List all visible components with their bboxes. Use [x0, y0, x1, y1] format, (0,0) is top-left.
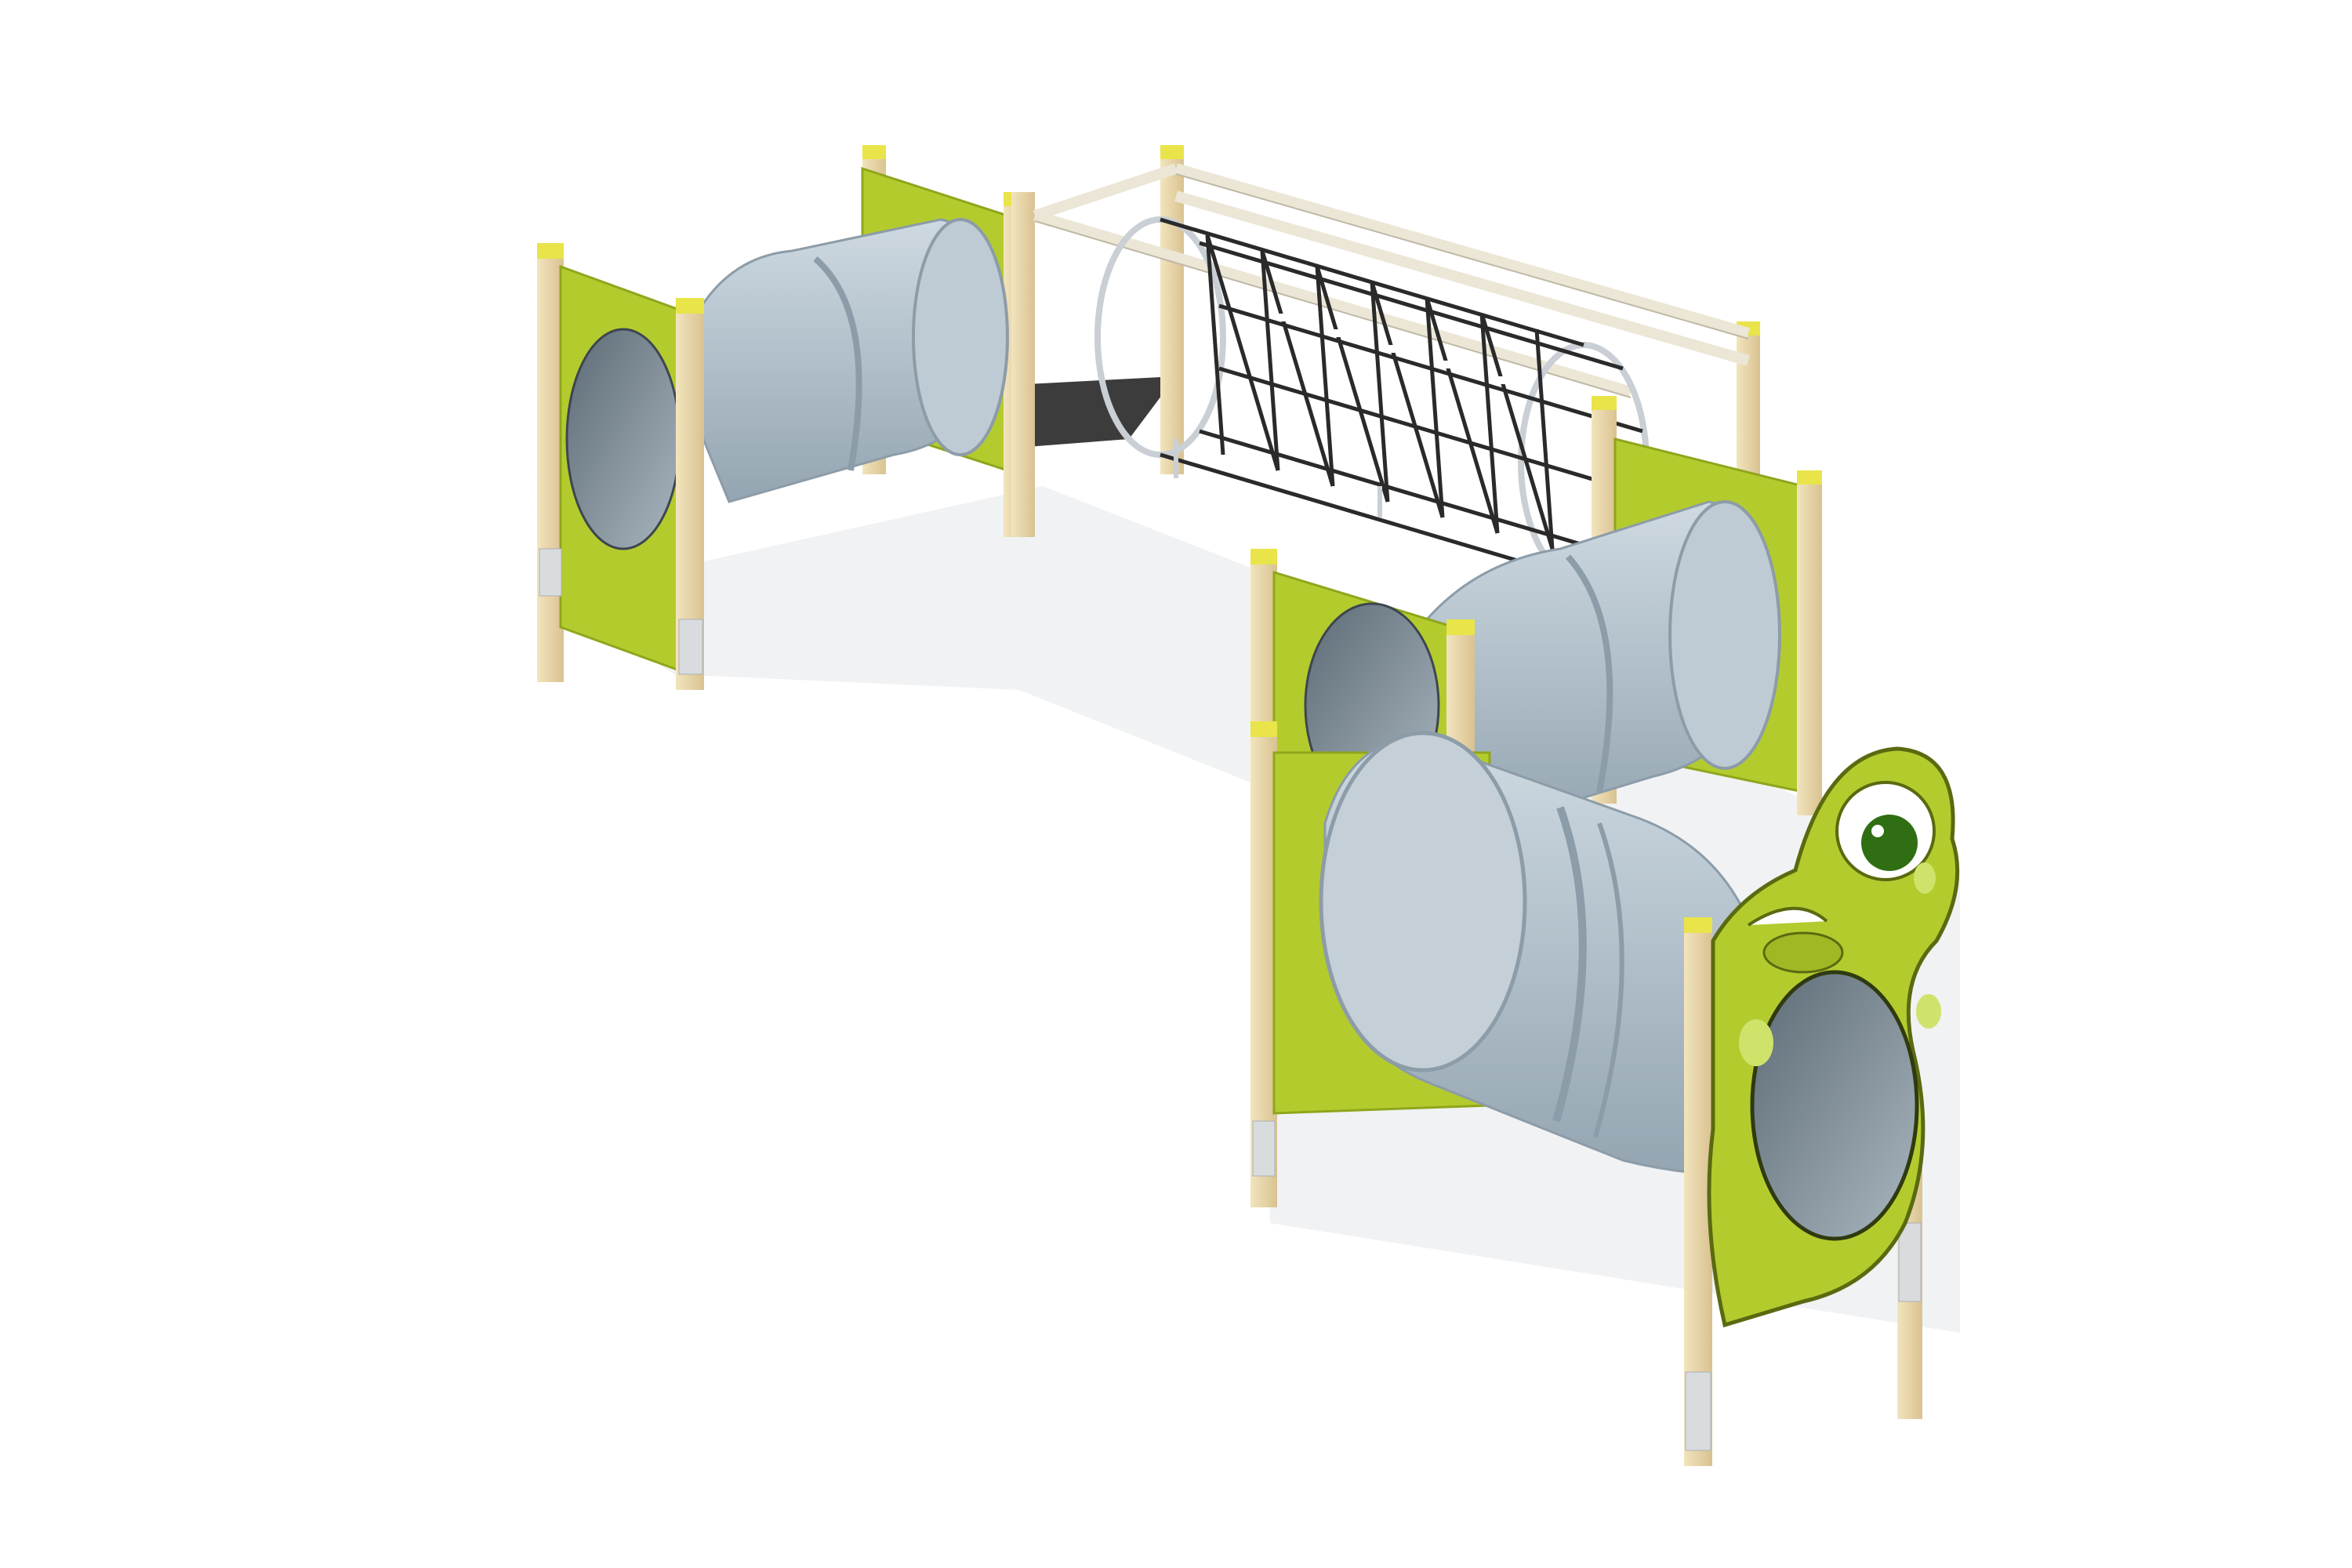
- metal-foot: [539, 548, 562, 597]
- tube-end-rim: [1668, 500, 1781, 770]
- post: [1011, 192, 1035, 537]
- post-cap: [1592, 396, 1617, 410]
- post-cap: [676, 298, 704, 314]
- support-legs: [1174, 439, 1382, 517]
- top-rails: [1033, 163, 1750, 397]
- post: [537, 243, 564, 682]
- tube-ring: [1566, 554, 1613, 793]
- post: [1797, 470, 1822, 815]
- left-tunnel-module: [537, 145, 1027, 690]
- post-cap: [1250, 721, 1277, 737]
- post-cap: [862, 145, 886, 159]
- post-cap: [537, 243, 564, 259]
- post-cap: [1446, 619, 1475, 635]
- post-cap: [1160, 145, 1184, 159]
- bridge-deck: [1027, 376, 1176, 447]
- front-tunnel-module: [1250, 721, 1960, 1466]
- tube-ring: [1552, 806, 1587, 1123]
- metal-foot: [1252, 1120, 1276, 1177]
- post-cap: [1250, 549, 1277, 564]
- tube-ring: [813, 256, 862, 471]
- monster-eye-pupil: [1861, 815, 1918, 871]
- tube-end-rim: [912, 218, 1009, 456]
- metal-foot: [678, 619, 703, 675]
- monster-brow: [1747, 906, 1828, 927]
- monster-mouth-opening: [1750, 970, 1919, 1241]
- metal-foot: [1685, 1371, 1711, 1451]
- net-bridge: [1011, 145, 1760, 583]
- tunnel-opening: [565, 328, 681, 550]
- post-cap: [1684, 917, 1712, 933]
- post-cap: [1797, 470, 1822, 485]
- rail-edges: [1034, 173, 1749, 398]
- monster-eye-glint: [1871, 825, 1884, 837]
- monster-spots: [1739, 862, 1941, 1066]
- monster-nose: [1762, 931, 1844, 974]
- tube-end-rim: [1319, 731, 1527, 1073]
- tube-ring: [1593, 822, 1624, 1138]
- metal-foot: [1898, 1222, 1922, 1302]
